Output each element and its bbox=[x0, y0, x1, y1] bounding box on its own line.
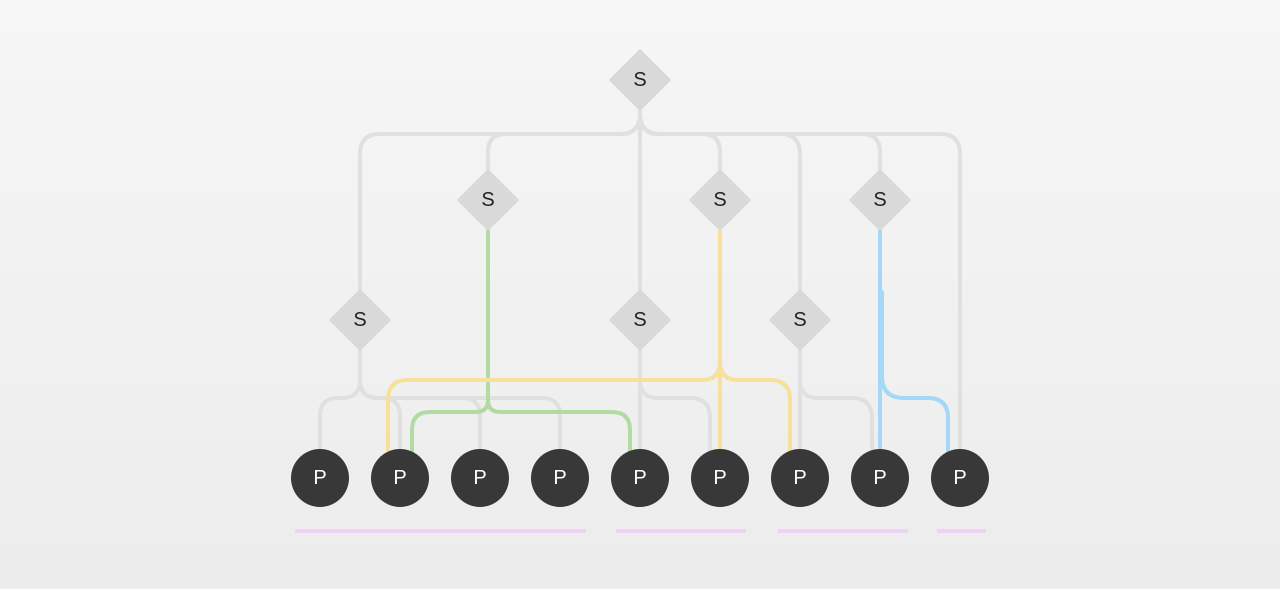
edge-s-l1-a-to-p2 bbox=[410, 218, 490, 480]
edge-root-to-s-l1-a bbox=[486, 112, 642, 202]
s-node-l2-b[interactable]: S bbox=[608, 288, 672, 352]
p-node-6[interactable]: P bbox=[691, 449, 749, 507]
s-node-l2-b-shape bbox=[608, 288, 672, 352]
p-node-6-shape bbox=[691, 449, 749, 507]
blue-edges bbox=[878, 218, 950, 480]
edge-root-to-p9 bbox=[638, 112, 962, 480]
s-node-l2-a-shape bbox=[328, 288, 392, 352]
p-node-7[interactable]: P bbox=[771, 449, 829, 507]
p-node-3-shape bbox=[451, 449, 509, 507]
p-node-1-shape bbox=[291, 449, 349, 507]
p-node-8-shape bbox=[851, 449, 909, 507]
s-node-l1-b[interactable]: S bbox=[688, 168, 752, 232]
p-node-1[interactable]: P bbox=[291, 449, 349, 507]
s-node-l1-c-shape bbox=[848, 168, 912, 232]
p-node-4[interactable]: P bbox=[531, 449, 589, 507]
p-node-9-shape bbox=[931, 449, 989, 507]
p-node-3[interactable]: P bbox=[451, 449, 509, 507]
yellow-edges bbox=[386, 218, 792, 480]
p-node-8[interactable]: P bbox=[851, 449, 909, 507]
edge-s-l2-c-to-p8 bbox=[798, 378, 874, 480]
s-node-l2-c-shape bbox=[768, 288, 832, 352]
s-node-l1-a-shape bbox=[456, 168, 520, 232]
grey-edges bbox=[318, 98, 962, 480]
edge-s-l1-c-to-p9 bbox=[880, 290, 950, 480]
edge-s-l1-b-to-p7 bbox=[718, 360, 792, 480]
s-node-l1-c[interactable]: S bbox=[848, 168, 912, 232]
p-nodes: P P P P P P P P bbox=[291, 449, 989, 507]
edge-root-to-s-l1-c bbox=[638, 112, 882, 202]
s-node-root-shape bbox=[608, 48, 672, 112]
s-node-l2-c[interactable]: S bbox=[768, 288, 832, 352]
p-node-5[interactable]: P bbox=[611, 449, 669, 507]
s-node-l1-b-shape bbox=[688, 168, 752, 232]
s-node-root[interactable]: S bbox=[608, 48, 672, 112]
p-node-5-shape bbox=[611, 449, 669, 507]
p-node-4-shape bbox=[531, 449, 589, 507]
green-edges bbox=[410, 218, 632, 480]
s-node-l2-a[interactable]: S bbox=[328, 288, 392, 352]
edge-s-l2-b-to-p6 bbox=[638, 378, 712, 480]
edge-s-l1-b-to-p2 bbox=[386, 360, 722, 480]
edge-s-l2-a-to-p4 bbox=[358, 378, 562, 480]
s-node-l1-a[interactable]: S bbox=[456, 168, 520, 232]
p-node-2[interactable]: P bbox=[371, 449, 429, 507]
s-nodes: S S S S S S S bbox=[328, 48, 912, 352]
p-node-7-shape bbox=[771, 449, 829, 507]
p-node-2-shape bbox=[371, 449, 429, 507]
edge-s-l1-a-to-p5 bbox=[486, 398, 632, 480]
p-node-9[interactable]: P bbox=[931, 449, 989, 507]
